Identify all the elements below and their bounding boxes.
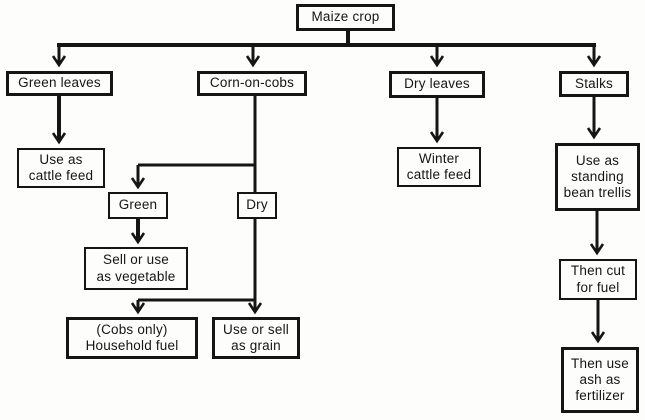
node-dry-leaves: Dry leaves (389, 71, 485, 98)
node-use-as-standing-bean-trellis: Use as standing bean trellis (555, 143, 640, 211)
node-green-leaves: Green leaves (6, 71, 113, 96)
node-then-use-ash-as-fertilizer: Then use ash as fertilizer (561, 347, 639, 413)
node-sell-or-use-as-vegetable: Sell or use as vegetable (84, 247, 188, 290)
node-corn-on-cobs: Corn-on-cobs (197, 71, 307, 96)
node-cobs-only-household-fuel: (Cobs only) Household fuel (66, 317, 198, 359)
node-use-as-cattle-feed: Use as cattle feed (17, 148, 105, 188)
node-dry: Dry (237, 192, 277, 219)
node-winter-cattle-feed: Winter cattle feed (397, 147, 481, 187)
node-then-cut-for-fuel: Then cut for fuel (559, 259, 637, 300)
node-stalks: Stalks (559, 71, 629, 97)
node-maize-crop: Maize crop (296, 4, 395, 31)
node-use-or-sell-as-grain: Use or sell as grain (212, 317, 300, 359)
node-green: Green (108, 192, 168, 219)
